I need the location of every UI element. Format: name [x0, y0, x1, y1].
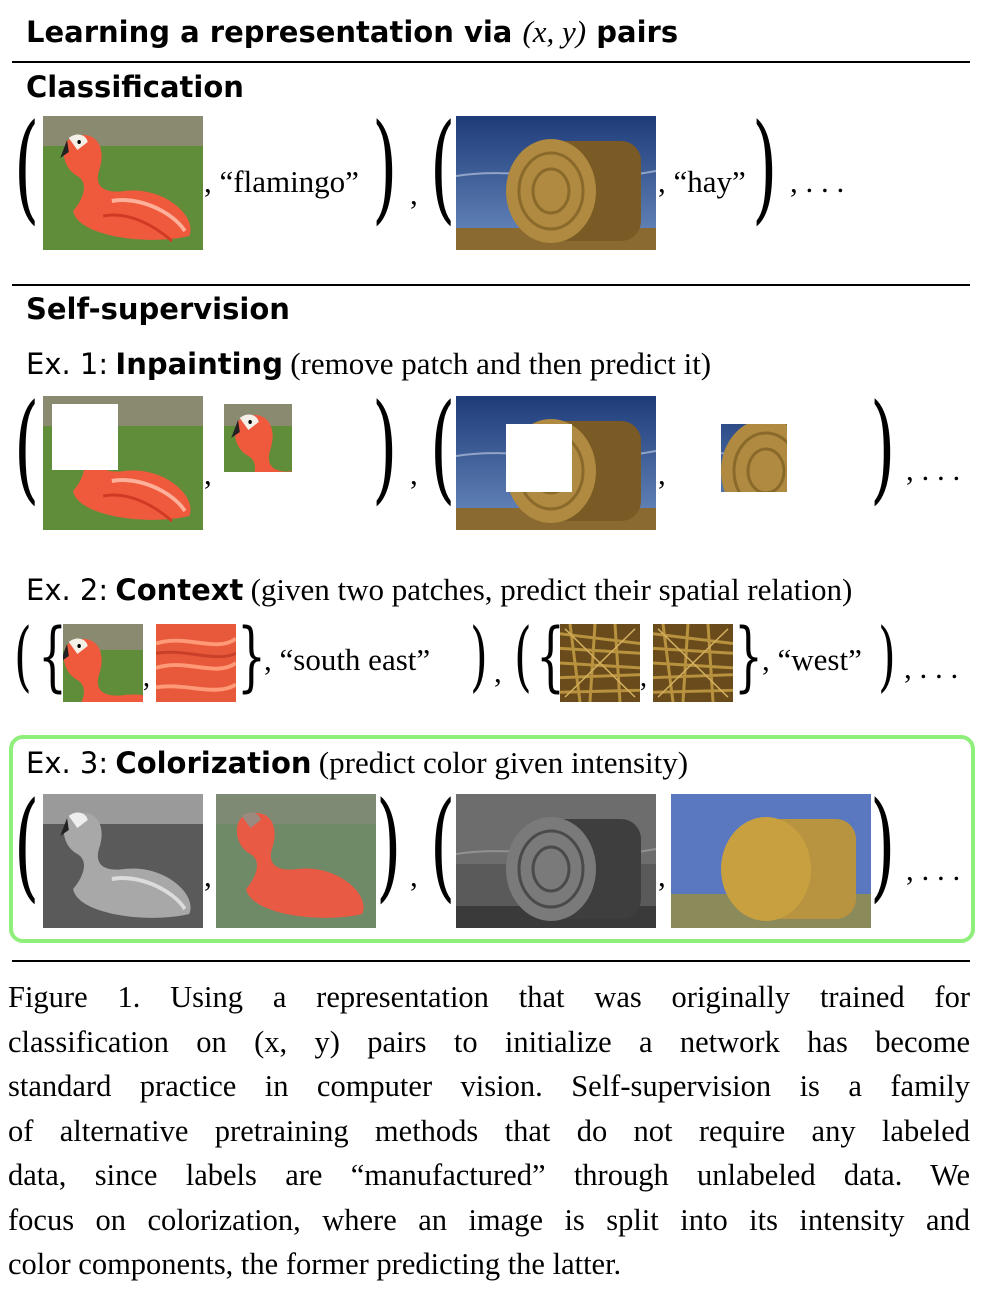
comma: , [494, 654, 502, 689]
grayscale-photo [43, 794, 203, 928]
caption-line: focus on colorization, where an image is… [8, 1202, 970, 1237]
right-paren: ) [878, 611, 896, 700]
left-paren: ( [430, 378, 456, 516]
right-paren: ) [376, 776, 402, 914]
left-paren: ( [430, 98, 456, 236]
context-label-west: , “west” [762, 642, 862, 677]
comma: , [658, 456, 666, 491]
comma: , [410, 456, 418, 491]
colorization-highlight-box [9, 735, 975, 943]
ex3-title: Ex. 3: Colorization (predict color given… [26, 745, 689, 780]
inpainting-mask [52, 404, 118, 470]
left-paren: ( [14, 776, 40, 914]
classification-heading: Classification [26, 70, 244, 104]
grayscale-photo [456, 794, 656, 928]
selfsup-heading: Self-supervision [26, 292, 290, 326]
right-paren: ) [470, 611, 488, 700]
caption-line: classification on (x, y) pairs to initia… [8, 1024, 970, 1059]
comma: , [204, 858, 212, 893]
class-label-hay: , “hay” [658, 164, 746, 199]
context-patch-4 [653, 624, 733, 702]
left-paren: ( [14, 378, 40, 516]
caption-rule [12, 960, 970, 962]
title-math: (x, y) [522, 14, 587, 49]
caption-line: of alternative pretraining methods that … [8, 1113, 970, 1148]
right-paren: ) [870, 378, 896, 516]
hay-patch [721, 424, 787, 492]
right-brace: } [734, 611, 764, 700]
figure-header-title: Learning a representation via (x, y) pai… [26, 14, 678, 50]
left-paren: ( [14, 611, 32, 700]
header-rule [12, 61, 970, 63]
ellipsis: , . . . [906, 852, 961, 887]
right-paren: ) [752, 98, 778, 236]
right-paren: ) [372, 378, 398, 516]
ellipsis: , . . . [904, 650, 959, 685]
comma: , [410, 858, 418, 893]
left-brace: { [38, 611, 68, 700]
flamingo-patch [224, 404, 292, 472]
hay-bale-photo [456, 116, 656, 250]
left-paren: ( [14, 98, 40, 236]
context-label-south-east: , “south east” [264, 642, 431, 677]
right-paren: ) [372, 98, 398, 236]
title-suffix: pairs [596, 15, 679, 49]
figure-caption: Figure 1. Using a representation that wa… [8, 975, 970, 1287]
right-brace: } [237, 611, 267, 700]
left-paren: ( [514, 611, 532, 700]
comma: , [640, 662, 647, 693]
right-paren: ) [870, 776, 896, 914]
title-prefix: Learning a representation via [26, 15, 513, 49]
comma: , [658, 858, 666, 893]
left-paren: ( [430, 776, 456, 914]
color-channel-photo [671, 794, 871, 928]
comma: , [143, 662, 150, 693]
color-channel-photo [216, 794, 376, 928]
flamingo-photo [43, 116, 203, 250]
ex2-title: Ex. 2: Context (given two patches, predi… [26, 572, 853, 607]
section-rule [12, 284, 970, 286]
context-patch-1 [63, 624, 143, 702]
comma: , [204, 456, 212, 491]
caption-line: standard practice in computer vision. Se… [8, 1069, 970, 1103]
ellipsis: , . . . [906, 452, 961, 487]
class-label-flamingo: , “flamingo” [204, 164, 359, 199]
caption-line: data, since labels are “manufactured” th… [8, 1158, 970, 1192]
context-patch-3 [560, 624, 640, 702]
caption-line: color components, the former predicting … [8, 1247, 622, 1281]
inpainting-mask [506, 424, 572, 492]
context-patch-2 [156, 624, 236, 702]
ellipsis: , . . . [790, 164, 845, 199]
ex1-title: Ex. 1: Inpainting (remove patch and then… [26, 346, 712, 381]
caption-line: Figure 1. Using a representation that wa… [8, 980, 970, 1014]
comma: , [410, 176, 418, 211]
